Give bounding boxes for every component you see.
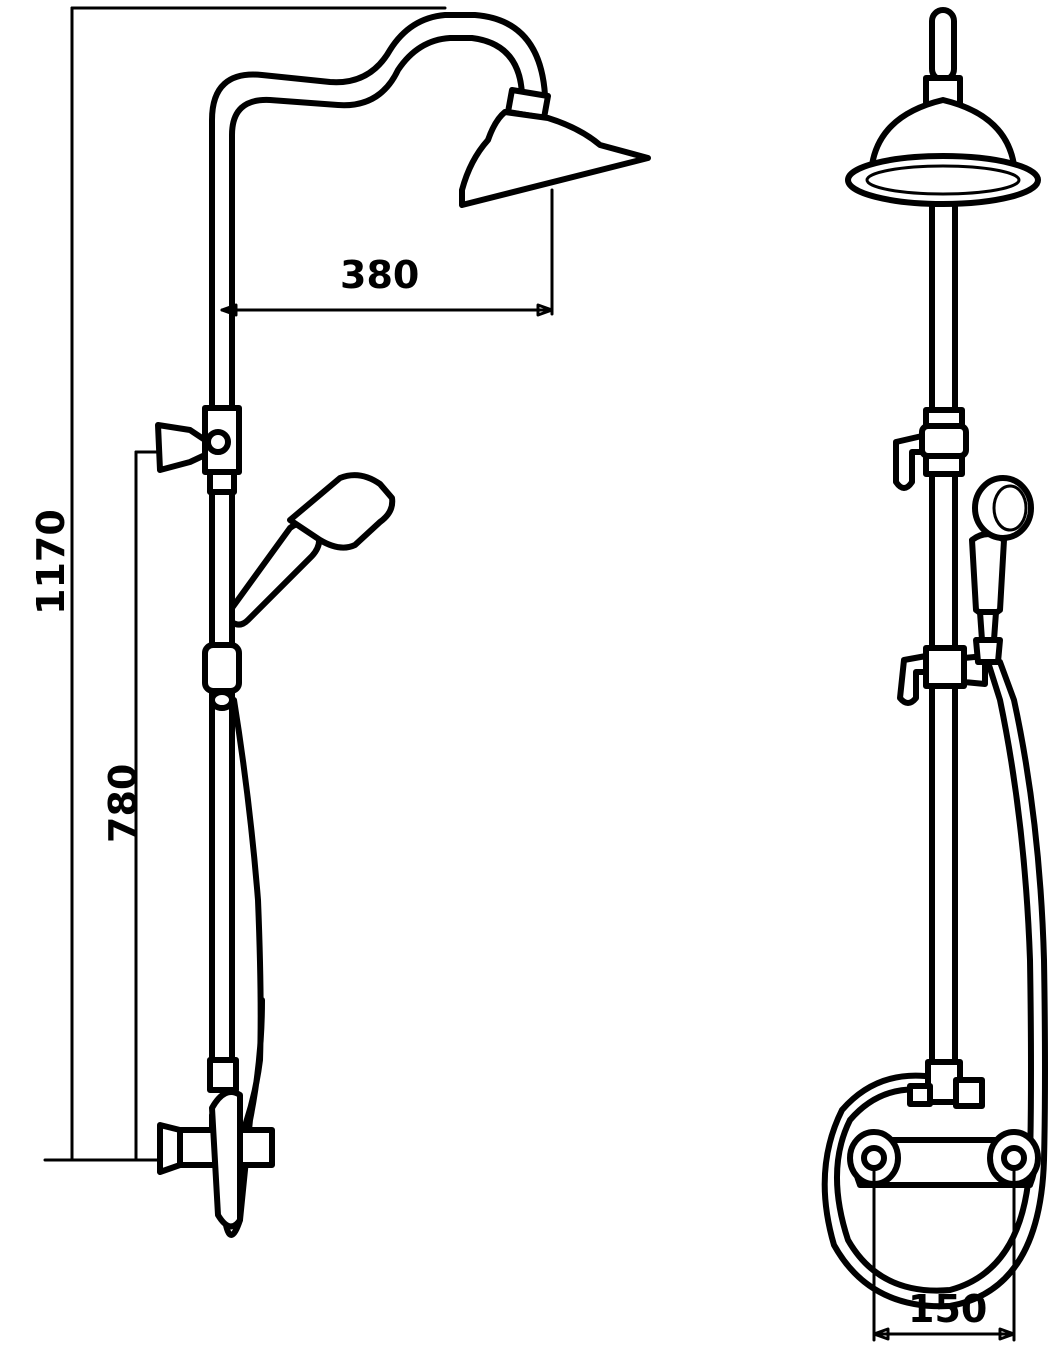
dim-780-label: 780	[101, 764, 145, 843]
side-diverter	[207, 1057, 239, 1093]
front-left-handwheel-hub	[861, 1145, 887, 1171]
front-lower-bracket	[923, 645, 967, 689]
front-handset-head	[972, 475, 1034, 541]
side-riser-arm	[209, 12, 548, 1063]
side-handset-head	[287, 472, 396, 551]
side-view	[155, 12, 651, 1238]
front-handset-handle	[969, 531, 1007, 618]
side-handset-handle	[229, 520, 323, 628]
front-handset-nut	[973, 637, 1003, 665]
front-right-handwheel-hub	[1001, 1145, 1027, 1171]
dim-1170-label: 1170	[29, 509, 73, 615]
front-upper-lever	[893, 433, 925, 491]
front-shower-head-dome	[869, 97, 1017, 168]
dim-150-label: 150	[908, 1287, 987, 1331]
dim-150-arrow-left	[872, 1327, 890, 1341]
side-handset-holder	[202, 642, 242, 694]
front-diverter-knob	[953, 1077, 985, 1109]
front-lower-lever	[897, 653, 929, 706]
front-handset-connector	[977, 609, 999, 643]
front-diverter-nut	[907, 1083, 933, 1107]
side-riser-arm-inner	[229, 35, 525, 1063]
front-handset-face	[992, 484, 1028, 532]
side-handle-spout	[209, 1089, 243, 1230]
front-shower-head-rim	[845, 153, 1041, 207]
side-shower-head	[459, 109, 651, 208]
dim-380-arrow-left	[220, 303, 238, 317]
side-upper-bracket-collar	[207, 469, 237, 495]
side-upper-valve	[155, 422, 208, 473]
front-view	[821, 7, 1048, 1310]
side-upper-valve-nut	[205, 429, 231, 455]
front-hose	[834, 659, 1034, 1294]
dim-380-label: 380	[340, 253, 419, 297]
front-hose-inner	[821, 659, 1048, 1310]
dim-380-arrow-right	[536, 303, 554, 317]
front-upper-bracket-flange	[919, 423, 969, 459]
side-wall-flange	[157, 1122, 183, 1175]
front-top-stub	[929, 7, 957, 83]
front-shower-head-face	[865, 164, 1021, 196]
dim-150-arrow-right	[998, 1327, 1016, 1341]
side-holder-nut	[209, 689, 235, 711]
dimensions: 1170 780 380 150	[29, 6, 1016, 1342]
